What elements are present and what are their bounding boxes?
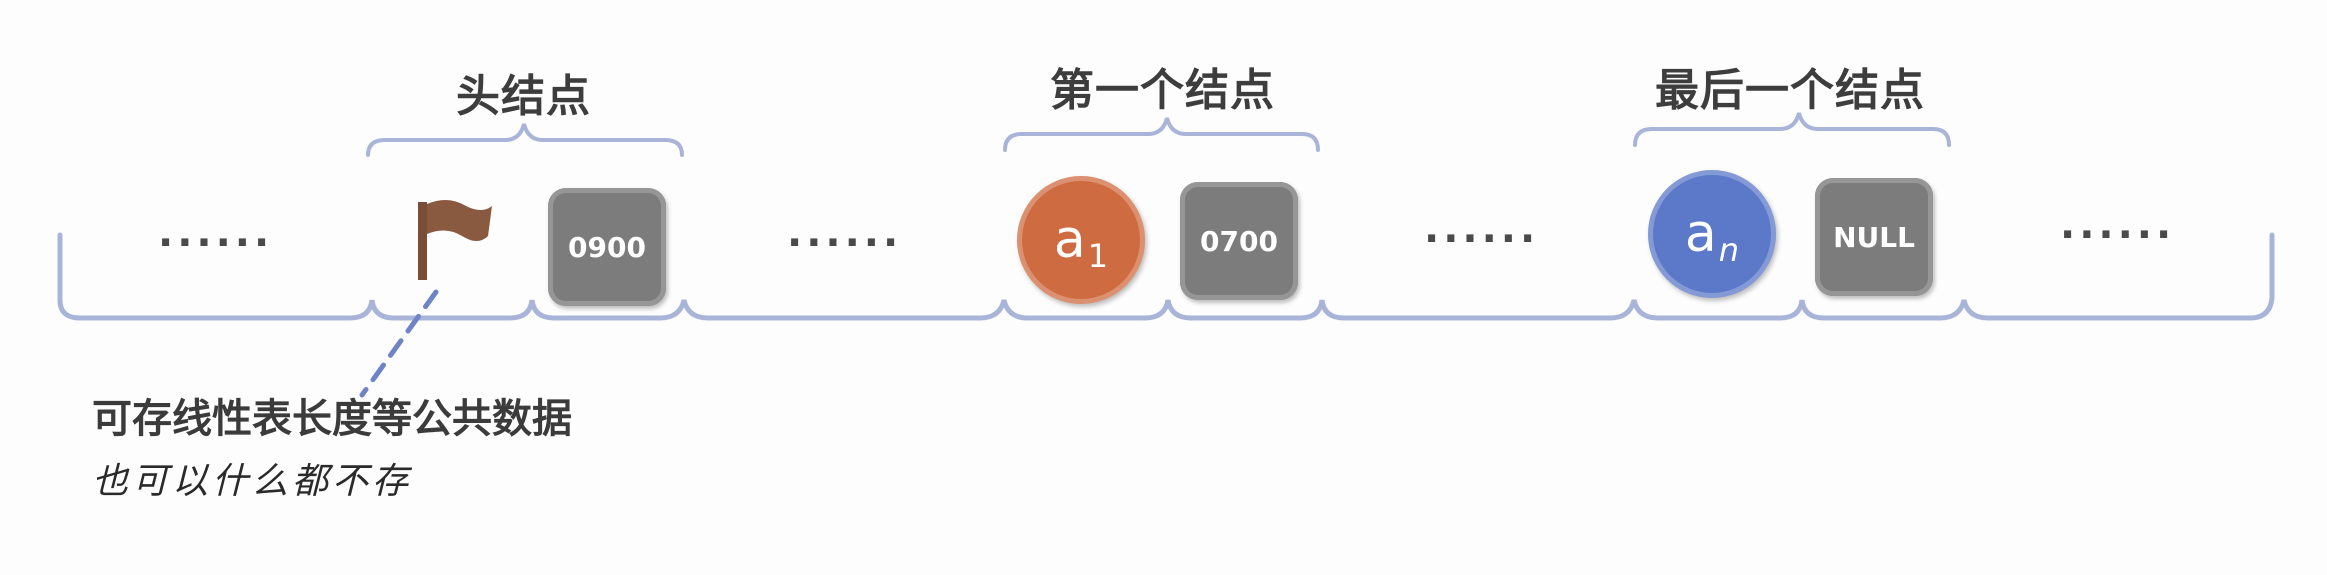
head-node-note: 可存线性表长度等公共数据: [92, 396, 572, 442]
head-node-label: 头结点: [456, 71, 591, 122]
ellipsis-segment-3: ......: [1424, 206, 1540, 252]
memory-track: [57, 232, 2275, 321]
head-node-brace: [366, 123, 684, 157]
flag-icon: [418, 199, 492, 280]
flag-note-pointer: [359, 289, 439, 398]
ellipsis-segment-2: ......: [787, 210, 903, 256]
last-node-brace: [1633, 112, 1951, 147]
last-node-data-main: a: [1684, 204, 1717, 264]
first-node-data-main: a: [1053, 210, 1086, 270]
last-node-data-sub: n: [1718, 231, 1740, 269]
first-node-pointer: 0700: [1180, 182, 1298, 300]
head-node-pointer-value: 0900: [568, 230, 646, 264]
first-node-brace: [1003, 117, 1320, 152]
ellipsis-segment-4: ......: [2060, 202, 2176, 248]
last-node-pointer: NULL: [1815, 178, 1933, 296]
last-node-label: 最后一个结点: [1655, 65, 1925, 116]
head-node-pointer: 0900: [548, 188, 666, 306]
first-node-data-sub: 1: [1087, 237, 1109, 275]
first-node-pointer-value: 0700: [1200, 224, 1278, 258]
first-node-label: 第一个结点: [1050, 65, 1275, 116]
head-node-handwritten-note: 也可以什么都不存: [92, 461, 413, 502]
ellipsis-segment-1: ......: [158, 210, 274, 256]
last-node-pointer-value: NULL: [1833, 220, 1915, 254]
